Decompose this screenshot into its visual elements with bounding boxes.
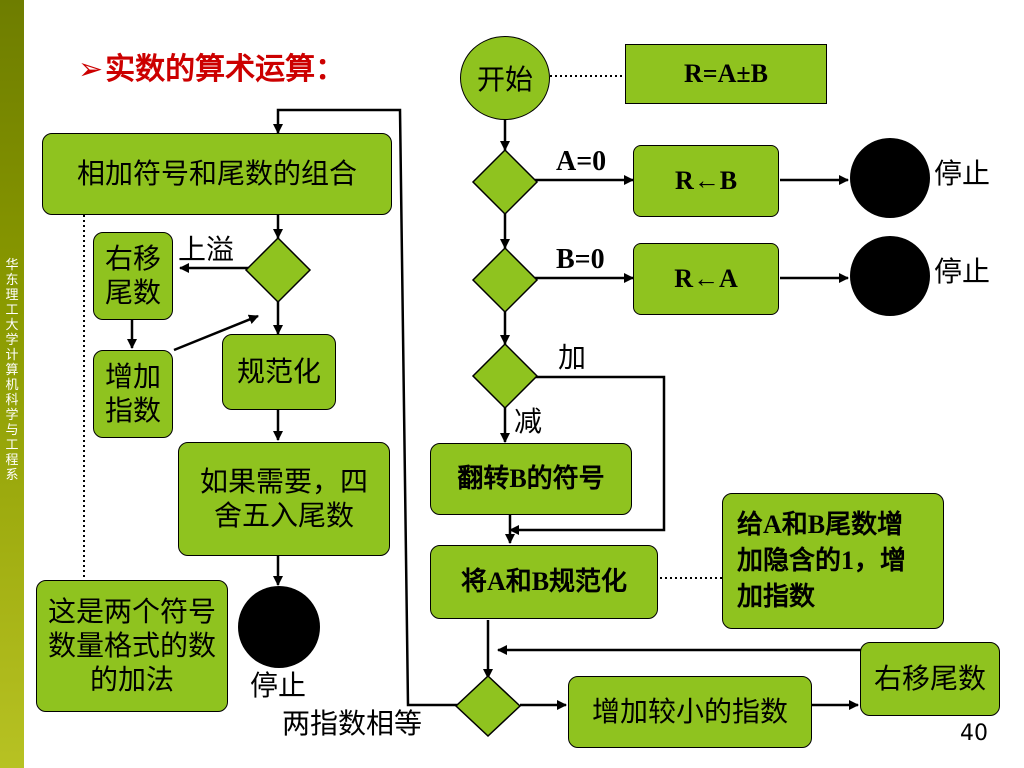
sidebar: 华东理工大学计算机科学与工程系: [0, 0, 24, 768]
combine-box: 相加符号和尾数的组合: [42, 133, 392, 215]
formula-text: R=A±B: [684, 59, 768, 88]
increase-smaller-box: 增加较小的指数: [568, 676, 812, 748]
r-a-text: R←A: [674, 264, 738, 293]
combine-text: 相加符号和尾数的组合: [76, 157, 357, 190]
slide-title: ➢实数的算术运算：: [78, 44, 345, 88]
r-b-box: R←B: [633, 145, 779, 217]
stop-label-2: 停止: [934, 255, 991, 288]
stop-node-1: [850, 138, 930, 218]
r-b-text: R←B: [674, 166, 738, 195]
exp-equal-decision: [454, 674, 522, 738]
start-label: 开始: [476, 63, 533, 96]
increase-exp-box: 增加指数: [93, 350, 173, 438]
shift-right-box: 右移尾数: [93, 232, 173, 320]
hidden-one-text: 给A和B尾数增加隐含的1，增加指数: [737, 510, 907, 611]
exp-equal-label: 两指数相等: [282, 707, 423, 740]
a-zero-label: A=0: [556, 146, 607, 177]
normalize-box: 规范化: [222, 334, 336, 410]
left-stop-node: [238, 586, 320, 668]
add-label: 加: [558, 341, 587, 374]
shift-right-text: 右移尾数: [104, 242, 161, 309]
sidebar-text: 华东理工大学计算机科学与工程系: [5, 258, 19, 483]
round-box: 如果需要，四舍五入尾数: [178, 442, 390, 556]
normalize-text: 规范化: [236, 355, 321, 388]
stop-label-1: 停止: [934, 157, 991, 190]
b-zero-label: B=0: [556, 244, 605, 275]
note-text: 这是两个符号数量格式的数的加法: [47, 595, 216, 696]
round-text: 如果需要，四舍五入尾数: [199, 465, 368, 532]
a-zero-decision: [471, 148, 539, 216]
stop-node-2: [850, 236, 930, 316]
r-a-box: R←A: [633, 243, 779, 315]
normalize-ab-box: 将A和B规范化: [430, 545, 658, 619]
flip-sign-text: 翻转B的符号: [457, 464, 605, 493]
overflow-label: 上溢: [178, 233, 235, 266]
add-sub-decision: [471, 342, 539, 410]
note-box: 这是两个符号数量格式的数的加法: [36, 580, 228, 712]
shift-mantissa-text: 右移尾数: [873, 662, 986, 695]
increase-exp-text: 增加指数: [104, 360, 161, 427]
shift-mantissa-box: 右移尾数: [860, 642, 1000, 716]
bullet-arrow-icon: ➢: [78, 52, 104, 87]
normalize-ab-text: 将A和B规范化: [460, 567, 628, 596]
increase-smaller-text: 增加较小的指数: [591, 695, 788, 728]
slide-title-text: 实数的算术运算：: [105, 52, 346, 87]
page-number: 40: [960, 721, 988, 746]
flip-sign-box: 翻转B的符号: [430, 443, 632, 515]
overflow-decision: [244, 236, 312, 304]
formula-box: R=A±B: [625, 44, 827, 104]
hidden-one-box: 给A和B尾数增加隐含的1，增加指数: [722, 493, 944, 629]
sub-label: 减: [514, 405, 543, 438]
b-zero-decision: [471, 246, 539, 314]
left-stop-label: 停止: [250, 669, 307, 702]
start-node: 开始: [460, 36, 550, 120]
